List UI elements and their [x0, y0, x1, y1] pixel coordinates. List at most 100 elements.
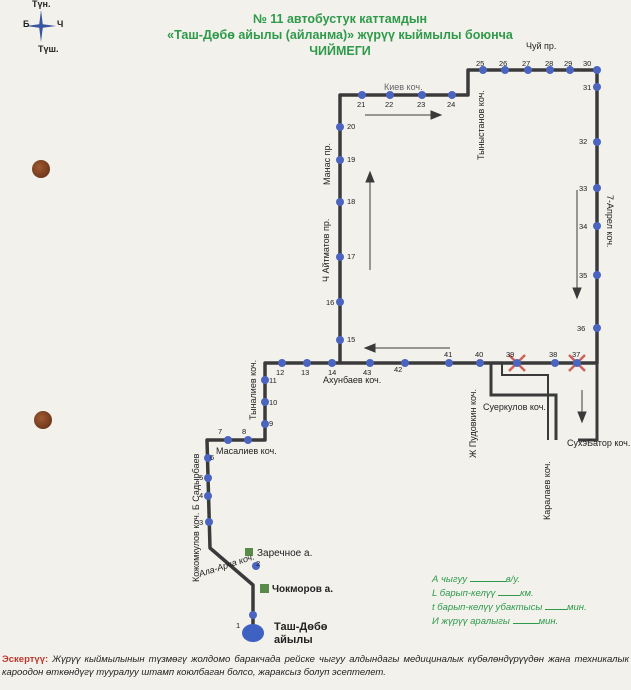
compass-west: Б	[23, 19, 30, 29]
stop-number: 15	[347, 335, 355, 344]
zarechnoe-marker	[245, 548, 253, 556]
stop-dot	[204, 474, 212, 482]
street-masaliev: Масалиев коч.	[216, 446, 277, 456]
stop-number: 27	[522, 59, 530, 68]
stop-dot	[366, 359, 374, 367]
stop-dot	[476, 359, 484, 367]
legend-line4-label: И жүрүү аралыгы	[432, 616, 510, 627]
stop-number: 33	[579, 184, 587, 193]
stop-number: 17	[347, 252, 355, 261]
street-pudovkin: Ж Пудовкин коч.	[468, 389, 478, 458]
stop-number: 25	[476, 59, 484, 68]
street-suerkulov: Суеркулов коч.	[483, 402, 546, 412]
stop-dot	[513, 359, 521, 367]
stop-dot	[479, 66, 487, 74]
compass-south: Түш.	[38, 44, 59, 54]
compass-east: Ч	[57, 19, 64, 29]
stop-number: 43	[363, 368, 371, 377]
stop-dot	[252, 562, 260, 570]
terminal-label-line2: айылы	[274, 634, 313, 646]
terminal-label-line1: Таш-Дөбө	[274, 621, 328, 633]
stop-number: 8	[242, 427, 246, 436]
stop-dot	[593, 222, 601, 230]
stop-number: 22	[385, 100, 393, 109]
stop-number: 7	[218, 427, 222, 436]
stop-dot	[524, 66, 532, 74]
stop-number: 6	[210, 453, 214, 462]
street-karalaev: Каралаев коч.	[542, 461, 552, 520]
stop-number: 41	[444, 350, 452, 359]
stop-dot	[328, 359, 336, 367]
stop-number: 35	[579, 271, 587, 280]
street-aitmatov: Ч Айтматов пр.	[321, 219, 331, 282]
stop-number: 18	[347, 197, 355, 206]
terminal-marker	[242, 624, 264, 642]
map-title-line2: «Таш-Дөбө айылы (айланма)» жүрүү кыймылы…	[167, 28, 513, 42]
stop-dot	[261, 398, 269, 406]
stop-number: 29	[564, 59, 572, 68]
stop-number: 16	[326, 298, 334, 307]
legend-line4-unit: мин.	[538, 616, 559, 627]
stop-dot	[448, 91, 456, 99]
legend-line3-unit: мин.	[567, 602, 587, 613]
stop-dot	[593, 184, 601, 192]
stop-number: 24	[447, 100, 455, 109]
note: Эскертүү: Жүрүү кыймылынын түзмөгү жолдо…	[2, 653, 629, 679]
note-text: Жүрүү кыймылынын түзмөгү жолдомо баракча…	[2, 654, 630, 678]
stop-number: 2	[256, 559, 260, 568]
street-chui: Чуй пр.	[526, 41, 556, 51]
stop-dot	[249, 611, 257, 619]
note-label: Эскертүү:	[2, 654, 49, 665]
stop-dot	[204, 492, 212, 500]
stop-number: 34	[579, 222, 587, 231]
stop-dot	[336, 156, 344, 164]
stop-dot	[593, 271, 601, 279]
stop-number: 38	[549, 350, 557, 359]
route-line-south-loop	[489, 363, 558, 440]
stop-dot	[278, 359, 286, 367]
stop-dot	[501, 66, 509, 74]
street-tynystanov: Тыныстанов коч.	[476, 90, 486, 160]
stop-dot	[205, 518, 213, 526]
place-zarechnoe: Заречное а.	[257, 548, 312, 559]
stop-dot	[336, 336, 344, 344]
stop-dot	[418, 91, 426, 99]
stop-dot	[593, 66, 601, 74]
stop-dot	[303, 359, 311, 367]
route-line-main	[205, 68, 599, 630]
stop-number: 30	[583, 59, 591, 68]
stop-number: 23	[417, 100, 425, 109]
stop-number: 19	[347, 155, 355, 164]
street-kiev: Киев коч.	[384, 82, 423, 92]
place-chokmorov: Чокморов а.	[272, 584, 333, 595]
legend-line3-label: t барып-келүү убактысы	[432, 602, 543, 613]
stop-dot	[593, 83, 601, 91]
binder-hole-bottom	[34, 411, 52, 429]
map-title-line1: № 11 автобустук каттамдын	[252, 12, 428, 26]
stop-dot	[336, 298, 344, 306]
stop-dot	[551, 359, 559, 367]
stop-dot	[566, 66, 574, 74]
stop-dot	[336, 253, 344, 261]
stop-dot	[546, 66, 554, 74]
street-kojomkul: Кожомкулов коч. Б Садырбаев	[191, 453, 201, 582]
stop-number: 14	[328, 368, 336, 377]
street-akhunbaev: Ахунбаев коч.	[323, 375, 381, 385]
stop-dot	[386, 91, 394, 99]
legend-line1-unit: в/у.	[505, 574, 521, 585]
street-tynaliev: Тыналиев коч.	[248, 360, 258, 420]
legend-line1-label: А чыгуу	[432, 574, 468, 585]
stop-number: 31	[583, 83, 591, 92]
route-line-east-branch	[578, 363, 599, 442]
stop-dot	[573, 359, 581, 367]
street-7-aprel: 7-Апрел коч.	[605, 195, 615, 247]
street-alaarcha: Ала-Арча коч.	[197, 552, 256, 580]
stop-number: 36	[577, 324, 585, 333]
stop-number: 4	[199, 491, 203, 500]
stop-dot	[358, 91, 366, 99]
stop-number: 32	[579, 137, 587, 146]
stop-number: 11	[269, 376, 277, 385]
stop-dot	[401, 359, 409, 367]
stop-number: 37	[572, 350, 580, 359]
